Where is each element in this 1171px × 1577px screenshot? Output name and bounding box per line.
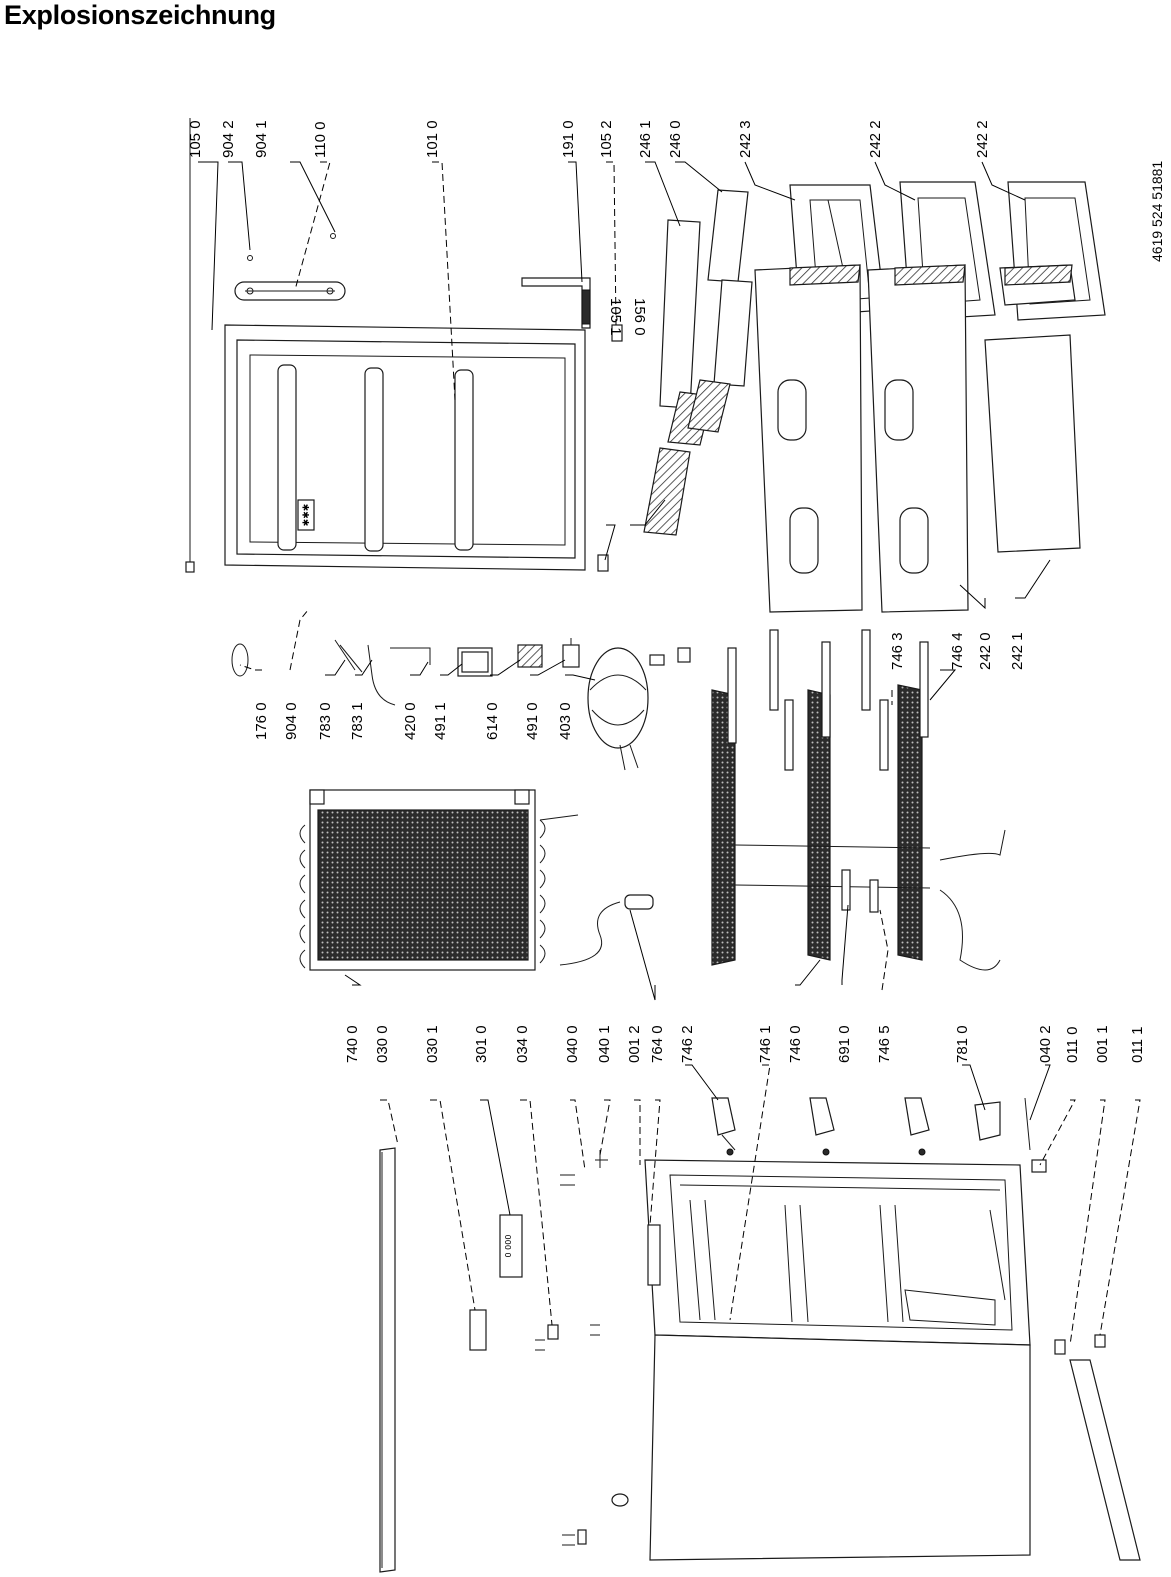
door-gasket bbox=[521, 277, 591, 329]
svg-text:✱✱✱: ✱✱✱ bbox=[302, 504, 312, 527]
part-label: 242 2 bbox=[867, 120, 884, 158]
part-label: 904 0 bbox=[283, 702, 300, 740]
shelf-support-2 bbox=[809, 1097, 835, 1136]
part-label: 242 2 bbox=[974, 120, 991, 158]
part-label: 420 0 bbox=[402, 702, 419, 740]
leader-lines bbox=[198, 161, 1141, 1346]
part-label: 904 1 bbox=[253, 120, 270, 158]
part-label: 403 0 bbox=[557, 702, 574, 740]
part-label: 783 0 bbox=[317, 702, 334, 740]
shelf-support-1 bbox=[711, 1097, 736, 1151]
part-label: 746 2 bbox=[679, 1025, 696, 1063]
part-label: 746 5 bbox=[876, 1025, 893, 1063]
part-label: 011 1 bbox=[1129, 1027, 1146, 1063]
part-label: 491 1 bbox=[432, 702, 449, 740]
part-label: 491 0 bbox=[524, 702, 541, 740]
part-label: 242 1 bbox=[1009, 632, 1026, 670]
part-label: 176 0 bbox=[253, 702, 270, 740]
part-label: 764 0 bbox=[649, 1025, 666, 1063]
part-label: 001 2 bbox=[626, 1025, 643, 1063]
part-label: 246 1 bbox=[637, 120, 654, 158]
part-label: 614 0 bbox=[484, 702, 501, 740]
part-label: 105 0 bbox=[187, 120, 204, 158]
part-label: 691 0 bbox=[836, 1025, 853, 1063]
part-label: 105 1 bbox=[607, 298, 624, 336]
condenser bbox=[299, 789, 579, 971]
part-label: 746 1 bbox=[757, 1025, 774, 1063]
drain-tube bbox=[231, 643, 249, 677]
part-label: 746 3 bbox=[889, 632, 906, 670]
cabinet-body bbox=[644, 1159, 1031, 1561]
part-label: 246 0 bbox=[667, 120, 684, 158]
cabinet-top-panel bbox=[379, 1147, 396, 1573]
part-label: 242 3 bbox=[737, 120, 754, 158]
part-label: 242 0 bbox=[977, 632, 994, 670]
part-label: 191 0 bbox=[560, 120, 577, 158]
part-label: 011 0 bbox=[1064, 1027, 1081, 1063]
shelf-support-3 bbox=[904, 1097, 930, 1136]
part-label: 030 0 bbox=[374, 1025, 391, 1063]
part-labels: 105 0 904 2 904 1 110 0 101 0 191 0 105 … bbox=[187, 120, 1146, 1063]
part-label: 105 2 bbox=[598, 120, 615, 158]
part-label: 156 0 bbox=[631, 298, 648, 336]
part-label: 040 2 bbox=[1037, 1025, 1054, 1063]
part-label: 904 2 bbox=[220, 120, 237, 158]
part-label: 030 1 bbox=[424, 1025, 441, 1063]
part-label: 034 0 bbox=[514, 1025, 531, 1063]
door-handle bbox=[234, 281, 346, 301]
part-label: 040 0 bbox=[564, 1025, 581, 1063]
part-label: 040 1 bbox=[596, 1025, 613, 1063]
part-label: 781 0 bbox=[954, 1025, 971, 1063]
freezer-door: ✱✱✱ bbox=[224, 324, 586, 571]
part-label: 001 1 bbox=[1094, 1025, 1111, 1063]
svg-text:0 000: 0 000 bbox=[504, 1235, 513, 1258]
drawer-top bbox=[754, 264, 863, 613]
part-label: 301 0 bbox=[473, 1025, 490, 1063]
document-number: 4619 524 51881 bbox=[1149, 161, 1165, 262]
part-label: 783 1 bbox=[349, 702, 366, 740]
part-label: 746 4 bbox=[949, 632, 966, 670]
part-label: 746 0 bbox=[787, 1025, 804, 1063]
part-label: 110 0 bbox=[312, 122, 329, 158]
wire-shelf-1 bbox=[711, 689, 736, 966]
wire-shelf-3 bbox=[897, 684, 923, 961]
page-title: Explosionszeichnung bbox=[4, 0, 276, 30]
part-label: 740 0 bbox=[344, 1025, 361, 1063]
drawer-middle bbox=[867, 264, 969, 613]
compressor bbox=[587, 647, 691, 771]
part-label: 101 0 bbox=[424, 120, 441, 158]
part-drawings: ✱✱✱ bbox=[185, 118, 1141, 1573]
drawer-bottom bbox=[984, 264, 1081, 553]
